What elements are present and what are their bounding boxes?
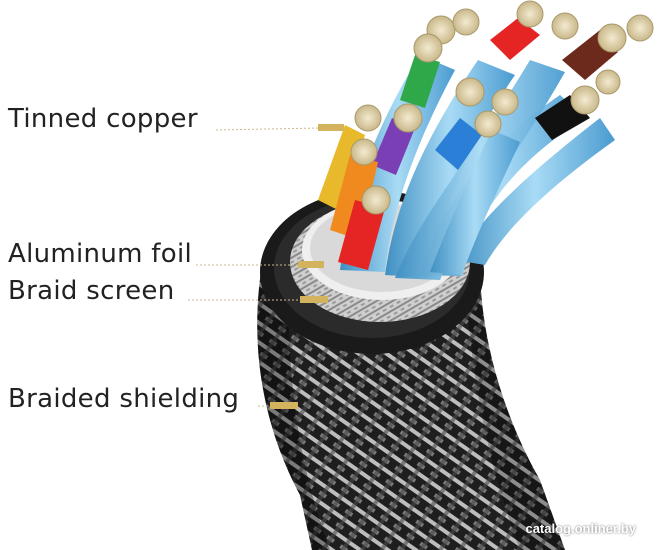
label-tinned-copper: Tinned copper	[8, 104, 198, 134]
watermark: catalog.onliner.by	[525, 521, 636, 536]
label-braid-screen: Braid screen	[8, 276, 175, 306]
marker-tinned-copper	[318, 124, 344, 131]
copper-strand-ends	[350, 0, 654, 215]
leader-line-tinned-copper	[215, 127, 321, 131]
marker-braid-screen	[300, 296, 328, 303]
label-braided-shielding: Braided shielding	[8, 384, 240, 414]
marker-aluminum-foil	[298, 261, 324, 268]
colored-wires	[318, 18, 618, 270]
marker-braided-shielding	[270, 402, 298, 409]
leader-lines	[188, 124, 344, 409]
label-aluminum-foil: Aluminum foil	[8, 239, 192, 269]
